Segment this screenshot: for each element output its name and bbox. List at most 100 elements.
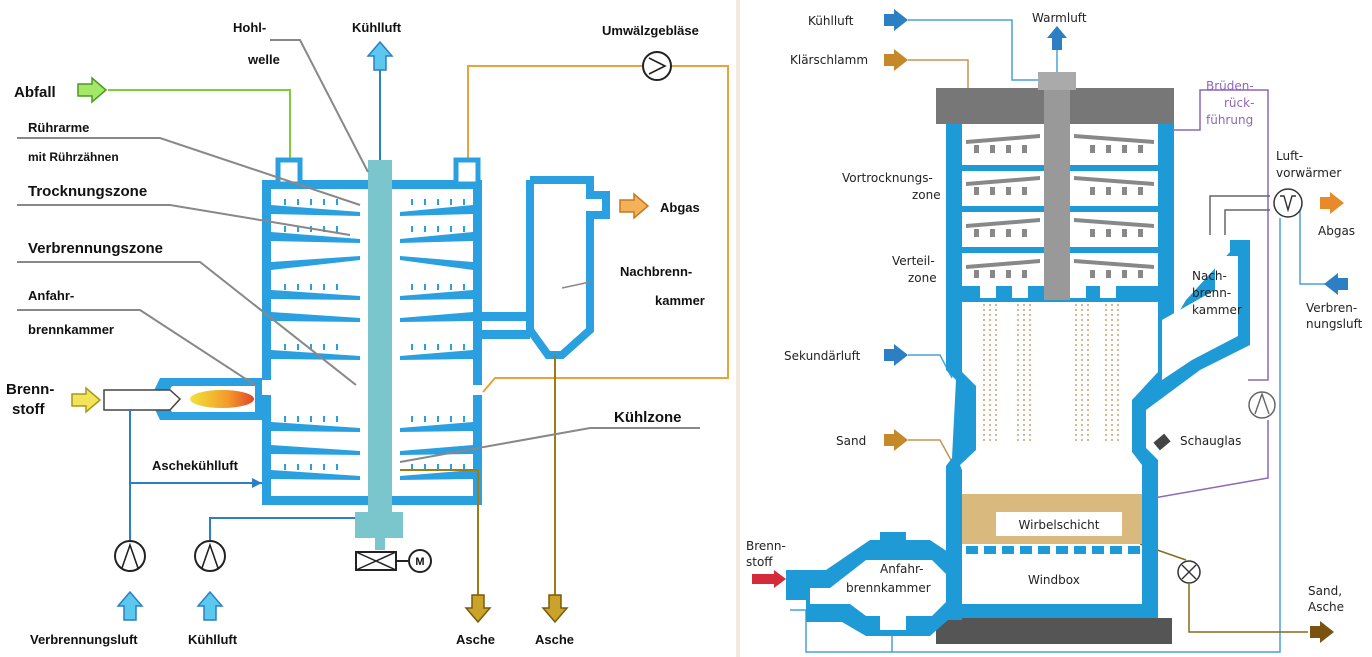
label-hohlwelle-2: welle <box>247 52 280 67</box>
central-shaft <box>1038 72 1076 300</box>
label-kuehlzone: Kühlzone <box>614 409 682 426</box>
label-vortrocknung-1: Vortrocknungs- <box>842 171 933 185</box>
asche-outlet-lines <box>400 355 556 595</box>
label-anfahr-2: brennkammer <box>846 581 931 595</box>
sand-asche-arrow-icon <box>1310 621 1334 643</box>
sand-asche-valve-icon <box>1177 560 1201 584</box>
label-verbrennungsluft-1: Verbren- <box>1306 301 1357 315</box>
asche-down-arrow-icon-2 <box>541 594 569 624</box>
leader-lines <box>17 39 700 463</box>
nachbrennkammer-inner <box>1162 256 1238 380</box>
verbrennungsluft-left-arrow-icon <box>1324 273 1348 295</box>
label-anfahr-2: brennkammer <box>28 322 114 337</box>
label-nachbrenn-2: kammer <box>655 293 705 308</box>
aschekuehlluft-arrow-icon <box>252 478 262 488</box>
label-brueden-2: rück- <box>1224 96 1254 110</box>
label-brennstoff-1: Brenn- <box>6 381 54 398</box>
abfall-feed-line <box>108 89 291 165</box>
label-windbox: Windbox <box>1028 573 1080 587</box>
warmluft-up-arrow-icon <box>1047 26 1067 50</box>
sand-line <box>908 439 953 463</box>
label-kuehlluft-bottom: Kühlluft <box>188 632 238 647</box>
label-sand-asche-1: Sand, <box>1308 584 1342 598</box>
label-brueden-1: Brüden- <box>1206 79 1254 93</box>
kuehlluft-bottom-up-arrow-icon <box>196 590 224 621</box>
brueden-fan-icon <box>1248 391 1276 419</box>
label-trocknungszone: Trocknungszone <box>28 183 147 200</box>
flame-icon <box>190 390 254 408</box>
kuehlluft-up-arrow-icon <box>366 40 394 71</box>
label-brennstoff-1: Brenn- <box>746 539 786 553</box>
label-verbrennungsluft-2: nungsluft <box>1306 317 1363 331</box>
label-luftvorwaermer-2: vorwärmer <box>1276 166 1341 180</box>
brueden-rueckfuehrung-line <box>1141 89 1269 501</box>
abgas-right-arrow-icon <box>1320 192 1344 214</box>
verteil-zone-openings <box>980 286 1116 298</box>
label-hohlwelle-1: Hohl- <box>233 20 266 35</box>
hohlwelle-shaft <box>355 160 403 550</box>
label-brennstoff-2: stoff <box>746 555 773 569</box>
ruehrzaehne-teeth <box>284 199 465 470</box>
label-sand: Sand <box>836 434 866 448</box>
label-ruehrarme-2: mit Rührzähnen <box>28 150 119 164</box>
anfahrbrennkammer <box>103 378 262 420</box>
motor-icon: M <box>415 556 424 568</box>
label-klaerschlamm: Klärschlamm <box>790 53 868 67</box>
asche-down-arrow-icon-1 <box>464 594 492 624</box>
label-verbrennungsluft: Verbrennungsluft <box>30 632 138 647</box>
blower-icons <box>114 540 226 572</box>
label-warmluft: Warmluft <box>1032 11 1087 25</box>
anfahrbrennkammer-right <box>786 532 962 636</box>
verbrennungsluft-path-line <box>790 204 1335 653</box>
abfall-arrow-icon <box>77 76 108 104</box>
label-asche-1: Asche <box>456 632 495 647</box>
umwaelzgeblaese-fan-icon <box>642 51 672 81</box>
panel-separator <box>736 0 740 657</box>
drying-trays <box>966 134 1154 269</box>
label-ruehrarme-1: Rührarme <box>28 120 89 135</box>
nachbrennkammer-vessel <box>526 176 610 359</box>
label-verbrennungszone: Verbrennungszone <box>28 240 163 257</box>
motor-drive <box>355 549 432 573</box>
label-nachbrenn-1: Nachbrenn- <box>620 264 692 279</box>
label-abgas: Abgas <box>660 200 700 215</box>
left-diagram-multiple-hearth-furnace: Hohl- welle Kühlluft Umwälzgebläse Abfal… <box>6 20 729 647</box>
tray-teeth <box>974 145 1143 278</box>
klaerschlamm-arrow-icon <box>884 49 908 71</box>
hearth-trays <box>271 205 473 480</box>
sekundaerluft-line <box>908 354 953 379</box>
right-diagram-canvas: Kühlluft Warmluft Klärschlamm Brüden- rü… <box>746 9 1363 653</box>
label-nachbrenn-2: brenn- <box>1192 286 1231 300</box>
label-brennstoff-2: stoff <box>12 401 45 418</box>
label-aschekuehlluft: Aschekühlluft <box>152 458 239 473</box>
wirbelschicht-bed <box>962 494 1142 554</box>
label-brueden-3: führung <box>1206 113 1253 127</box>
nachbrennkammer-internal-line <box>561 281 591 289</box>
brennstoff-red-arrow-icon <box>752 570 786 588</box>
label-vortrocknung-2: zone <box>912 188 941 202</box>
label-verteil-2: zone <box>908 271 937 285</box>
furnace-body-right <box>936 88 1250 644</box>
label-abgas-right: Abgas <box>1318 224 1355 238</box>
left-diagram-canvas: Hohl- welle Kühlluft Umwälzgebläse Abfal… <box>6 20 729 647</box>
label-schauglas: Schauglas <box>1180 434 1241 448</box>
label-verteil-1: Verteil- <box>892 254 935 268</box>
right-diagram-fluidized-bed-furnace: Kühlluft Warmluft Klärschlamm Brüden- rü… <box>740 0 1372 657</box>
label-nachbrenn-1: Nach- <box>1192 269 1227 283</box>
label-luftvorwaermer-1: Luft- <box>1276 149 1303 163</box>
kuehlluft-arrow-icon <box>884 9 908 31</box>
label-kuehlluft-top: Kühlluft <box>352 20 402 35</box>
falling-sludge-particles <box>983 304 1119 444</box>
label-sekundaerluft: Sekundärluft <box>784 349 861 363</box>
luftvorwaermer-icon <box>1273 188 1303 218</box>
label-anfahr-1: Anfahr- <box>880 562 924 576</box>
sekundaerluft-arrow-icon <box>884 344 908 366</box>
label-kuehlluft: Kühlluft <box>808 14 854 28</box>
label-anfahr-1: Anfahr- <box>28 288 74 303</box>
recirculation-line <box>467 65 729 393</box>
abgas-path-line <box>1209 195 1270 235</box>
label-abfall: Abfall <box>14 84 56 101</box>
label-umwaelzgeblaese: Umwälzgebläse <box>602 23 699 38</box>
verbrennungsluft-up-arrow-icon <box>116 590 144 621</box>
label-sand-asche-2: Asche <box>1308 600 1344 614</box>
